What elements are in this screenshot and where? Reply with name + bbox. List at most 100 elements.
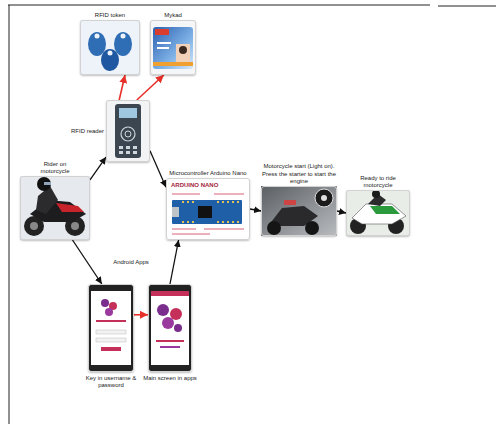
- motorcycle-start-picture-part: [261, 186, 337, 236]
- arduino-nano-picture-part: [166, 178, 250, 240]
- phone-login-picture-part: [101, 299, 109, 307]
- rider-picture-part: [44, 182, 51, 185]
- rfid-token-picture-part: [101, 49, 119, 71]
- rfid-reader-picture: [106, 100, 150, 162]
- rfid-reader-picture-part: [119, 108, 137, 118]
- image-caption: Ready to ride motorcycle: [347, 175, 409, 189]
- arduino-nano-picture-part-part: [237, 201, 239, 203]
- rfid-token-picture-part: [95, 34, 100, 39]
- motorcycle-start-picture-part: [284, 200, 296, 205]
- rfid-token-picture-part: [114, 32, 132, 56]
- rider-picture-part: [30, 222, 38, 230]
- image-caption: Microcontroller Arduino Nano: [158, 170, 258, 177]
- arduino-nano-picture-part-part: [222, 201, 224, 203]
- mykad-picture: [150, 20, 196, 75]
- phone-main-screen-picture-part: [148, 284, 192, 372]
- image-box: Key in username & password: [88, 284, 134, 372]
- phone-main-screen-picture-part: [162, 317, 174, 329]
- arduino-nano-picture-part-part: [182, 201, 184, 203]
- image-caption: Rider on motorcycle: [30, 161, 80, 175]
- rfid-reader-picture-part: [121, 127, 135, 141]
- ready-to-ride-picture: [346, 190, 410, 236]
- arduino-nano-picture-part-part: [222, 221, 224, 223]
- phone-main-screen-picture: [148, 284, 192, 372]
- phone-main-screen-picture-part: [160, 346, 180, 348]
- arduino-nano-picture-part: [172, 194, 244, 234]
- mykad-picture-part: [157, 42, 171, 44]
- arduino-nano-picture-part-part: [227, 221, 229, 223]
- flow-arrow: [134, 314, 148, 316]
- rfid-reader-picture-part: [126, 151, 130, 154]
- arduino-nano-picture-part-part: [217, 221, 219, 223]
- rfid-token-picture-part: [88, 32, 106, 56]
- image-box: RFID token: [80, 20, 140, 75]
- phone-main-screen-picture-part: [151, 291, 189, 296]
- phone-login-picture-part: [105, 308, 113, 316]
- rider-picture: [20, 176, 90, 240]
- ready-to-ride-picture-part: [372, 190, 380, 198]
- arduino-nano-picture: [166, 178, 250, 240]
- rfid-reader-picture-part: [106, 100, 150, 162]
- arduino-nano-picture-part-part: [227, 201, 229, 203]
- rfid-reader-picture-part: [133, 146, 137, 149]
- image-box: Mykad: [150, 20, 196, 75]
- rider-picture-part: [37, 177, 51, 191]
- motorcycle-start-picture-part: [315, 189, 333, 207]
- flow-arrow: [90, 157, 106, 180]
- image-caption: Mykad: [148, 12, 198, 19]
- rider-picture-part: [71, 222, 79, 230]
- page-frame: [8, 5, 496, 424]
- image-box: Rider on motorcycle: [20, 176, 90, 240]
- image-box: Microcontroller Arduino NanoARDUINO NANO: [166, 178, 250, 240]
- arduino-nano-picture-part: [172, 200, 242, 224]
- arduino-nano-picture-part-part: [172, 234, 210, 235]
- phone-main-screen-picture-part: [174, 324, 182, 332]
- phone-login-picture-part: [91, 291, 131, 365]
- arduino-nano-picture-part-part: [192, 221, 194, 223]
- image-caption: RFID token: [80, 12, 140, 19]
- ready-to-ride-picture-part: [352, 204, 406, 224]
- arduino-nano-picture-part: [182, 201, 239, 223]
- mykad-picture-part: [157, 47, 169, 49]
- mykad-picture-part: [176, 44, 190, 62]
- flow-arrow: [119, 75, 125, 100]
- image-caption: Key in username & password: [81, 375, 141, 389]
- phone-main-screen-picture-part: [156, 340, 184, 342]
- phone-main-screen-picture-part: [151, 291, 189, 365]
- rfid-token-picture-part: [121, 34, 126, 39]
- image-box: Ready to ride motorcycle: [346, 190, 410, 236]
- ready-to-ride-picture-part: [370, 206, 400, 214]
- arduino-nano-picture-part-part: [237, 221, 239, 223]
- motorcycle-start-picture: [261, 186, 337, 236]
- rfid-reader-picture-part: [125, 131, 131, 137]
- arduino-nano-picture-part-part: [192, 201, 194, 203]
- mykad-picture-part: [153, 62, 193, 66]
- rfid-reader-picture-part: [126, 146, 130, 149]
- image-box: Main screen in apps: [148, 284, 192, 372]
- arduino-nano-picture-part-part: [214, 194, 244, 195]
- mykad-picture-part: [179, 46, 187, 54]
- arduino-nano-picture-part-part: [182, 221, 184, 223]
- flow-arrow: [170, 240, 179, 284]
- image-box: Motorcycle start (Light on). Press the s…: [261, 186, 337, 236]
- motorcycle-start-picture-part: [267, 221, 281, 235]
- phone-login-picture-part: [96, 320, 126, 322]
- rfid-token-picture-part: [108, 51, 113, 56]
- page-frame-part: [438, 6, 496, 7]
- flow-arrow: [150, 151, 166, 187]
- ready-to-ride-picture-part: [346, 190, 410, 236]
- arduino-nano-picture-part-part: [232, 221, 234, 223]
- arduino-nano-picture-part: [172, 207, 179, 217]
- arduino-nano-picture-part-part: [204, 229, 244, 230]
- arduino-nano-picture-part-part: [172, 229, 196, 230]
- rfid-token-picture-part: [80, 20, 140, 75]
- phone-main-screen-picture-part: [170, 308, 182, 320]
- arduino-nano-picture-part-part: [187, 201, 189, 203]
- group-label: Android Apps: [106, 259, 156, 266]
- phone-login-picture-part: [96, 330, 126, 334]
- rider-picture-part: [20, 176, 90, 240]
- arduino-nano-picture-part-part: [232, 201, 234, 203]
- image-caption: Main screen in apps: [140, 375, 200, 382]
